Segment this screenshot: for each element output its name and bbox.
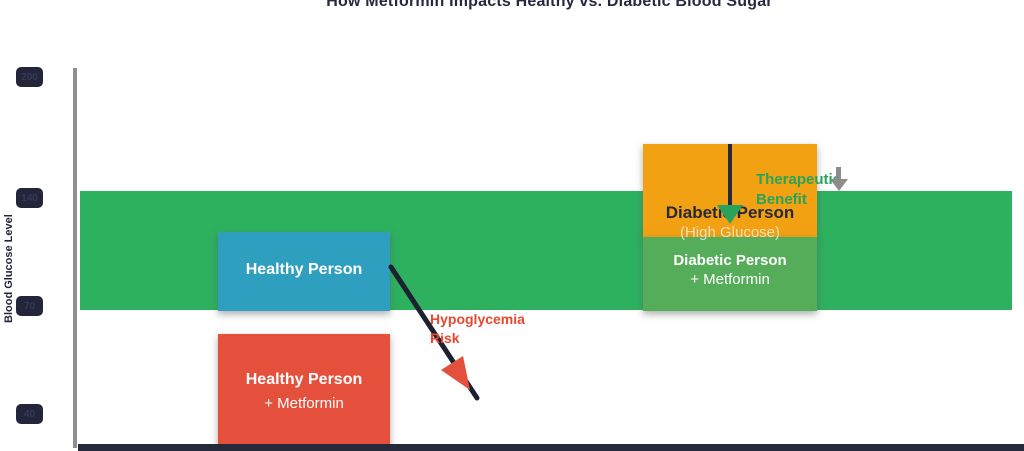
diabetic-person-metformin-label: Diabetic Person [673, 252, 787, 269]
hypoglycemia-risk-line1: Hypoglycemia [430, 311, 525, 327]
diabetic-person-metformin-box [643, 237, 817, 311]
hypoglycemia-risk-line2: Risk [430, 330, 460, 346]
healthy-person-label: Healthy Person [245, 261, 363, 278]
hypoglycemia-arrowhead-icon [441, 356, 470, 390]
healthy-person-metformin-sublabel: + Metformin [264, 395, 344, 412]
hypoglycemia-risk-label: Hypoglycemia Risk [430, 310, 530, 348]
y-axis-title: Blood Glucose Level [3, 214, 15, 323]
therapeutic-arrow-down-icon [717, 205, 743, 224]
healthy-person-metformin-box [218, 334, 390, 447]
y-axis-line [73, 68, 77, 448]
chart-title: How Metformin Impacts Healthy vs. Diabet… [326, 0, 773, 10]
healthy-person-metformin-label: Healthy Person [245, 371, 363, 388]
therapeutic-benefit-line2: Benefit [756, 191, 807, 208]
therapeutic-benefit-label: Therapeutic Benefit [756, 170, 842, 210]
therapeutic-benefit-line1: Therapeutic [756, 171, 842, 188]
diabetic-person-metformin-sublabel: + Metformin [690, 271, 770, 288]
therapeutic-arrow-stem [728, 144, 732, 208]
diabetic-person-sublabel: (High Glucose) [679, 224, 781, 241]
y-tick-70: 70 [16, 296, 43, 316]
gray-down-arrow-stem [836, 167, 841, 180]
x-axis-line [78, 444, 1024, 451]
gray-down-arrow-icon [830, 179, 848, 191]
y-tick-40: 40 [16, 404, 43, 424]
healthy-person-box [218, 232, 390, 311]
y-tick-140: 140 [16, 188, 43, 208]
y-tick-200: 200 [16, 67, 43, 87]
